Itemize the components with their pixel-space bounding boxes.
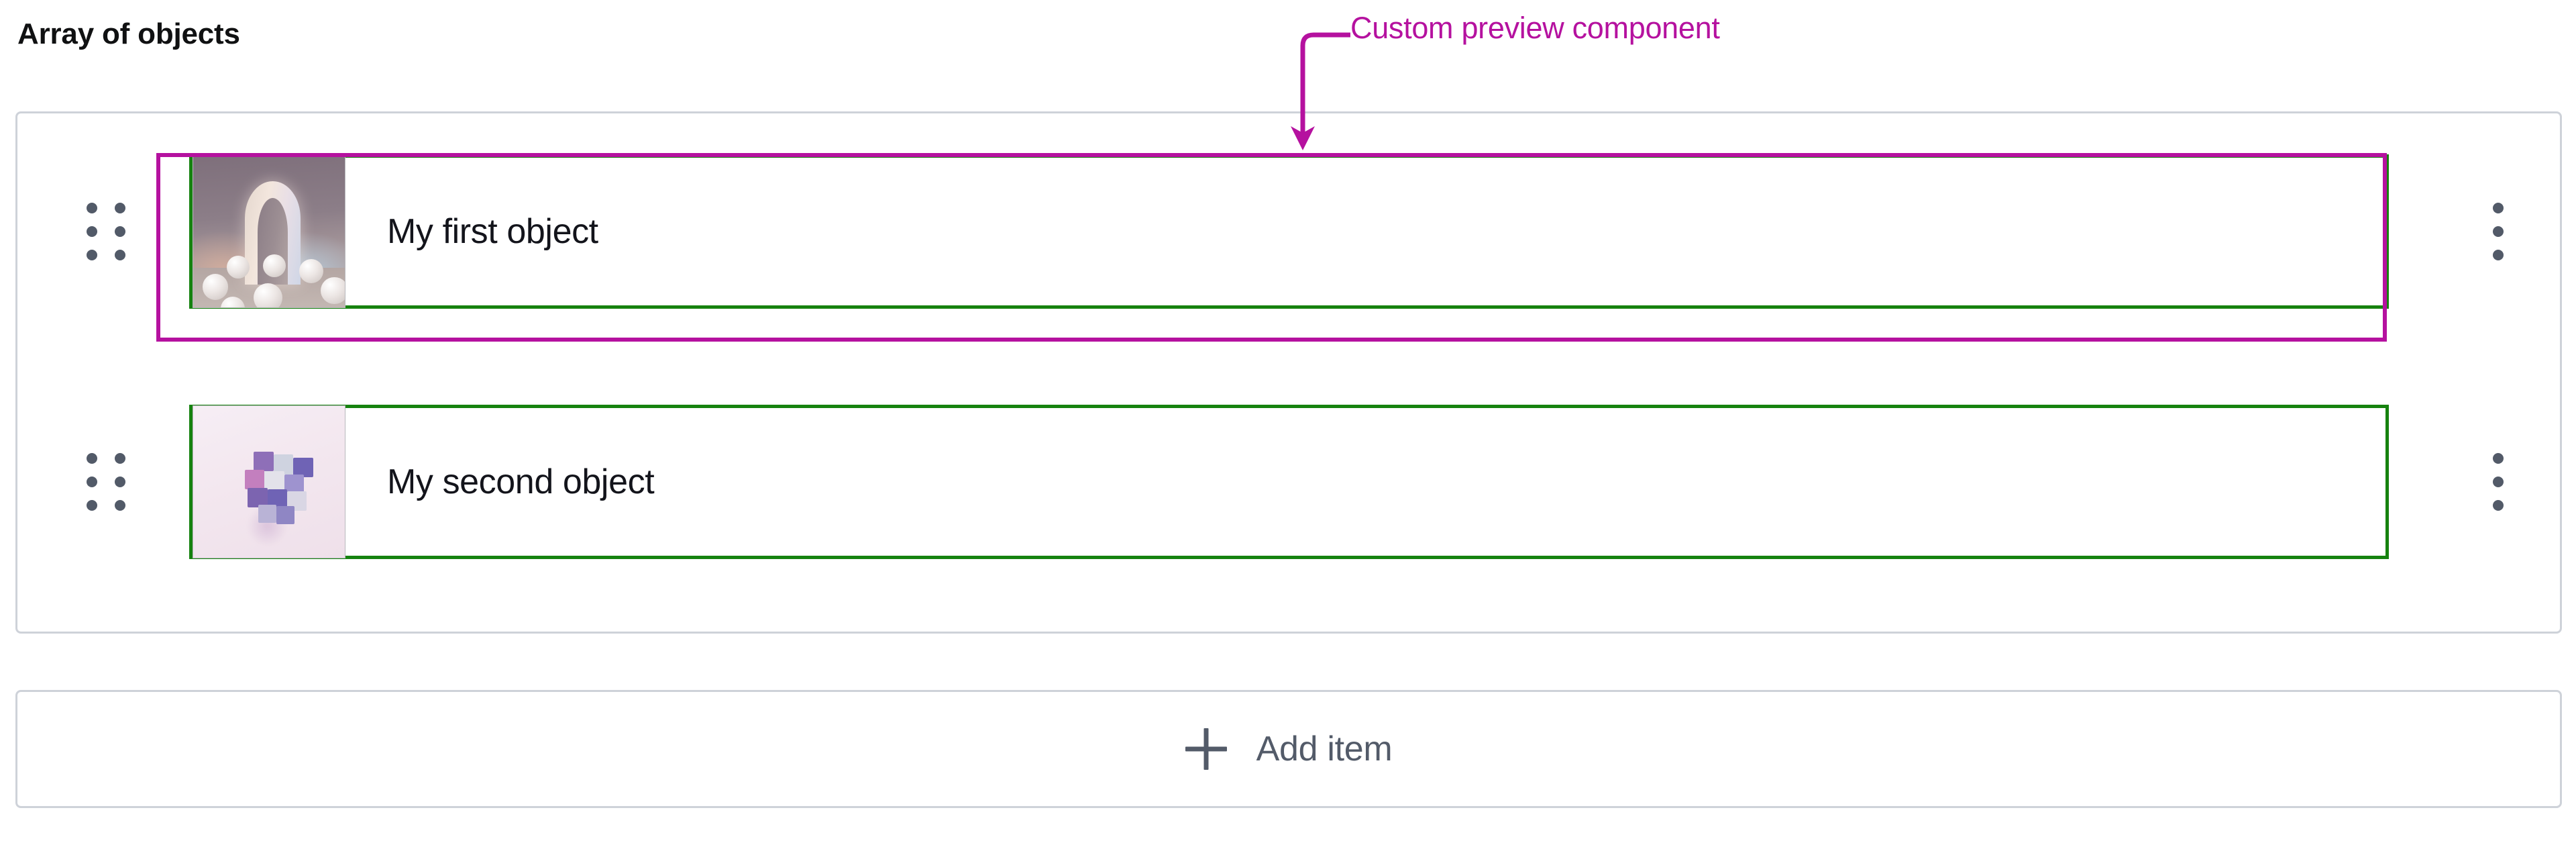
drag-handle-dots-icon[interactable] (87, 453, 125, 511)
thumbnail-cube (284, 474, 304, 495)
thumbnail-cube (244, 469, 265, 490)
item-1-thumbnail (193, 405, 345, 558)
dot (2493, 500, 2504, 511)
dot (2493, 453, 2504, 464)
dot (2493, 250, 2504, 260)
add-item-button[interactable]: Add item (15, 690, 2562, 808)
thumbnail-cube (258, 504, 277, 523)
thumbnail-sphere (220, 297, 245, 307)
dot (87, 203, 97, 213)
dot (115, 226, 125, 237)
thumbnail-sphere (320, 277, 345, 305)
item-0-title: My first object (387, 212, 598, 251)
thumbnail-cube (293, 457, 313, 478)
dot (87, 453, 97, 464)
item-0-thumbnail (193, 155, 345, 308)
array-items-card: My first object (15, 111, 2562, 634)
dot (115, 250, 125, 260)
thumbnail-sphere (254, 283, 283, 307)
dot (2493, 203, 2504, 213)
dot (115, 453, 125, 464)
thumbnail-cube (273, 454, 294, 475)
thumbnail-cube (248, 488, 268, 508)
list-item[interactable]: My second object (17, 405, 2560, 559)
dot (2493, 226, 2504, 237)
thumbnail-cube (276, 506, 295, 525)
thumbnail-sphere (202, 274, 228, 300)
item-1-preview[interactable]: My second object (189, 405, 2389, 559)
thumbnail-sphere (226, 256, 250, 279)
page-title: Array of objects (17, 17, 240, 50)
dot (115, 477, 125, 487)
item-1-more-vertical-dots-icon[interactable] (2493, 453, 2504, 511)
dot (87, 250, 97, 260)
thumbnail-cube (254, 451, 274, 472)
dot (115, 500, 125, 511)
thumbnail-sphere (262, 254, 286, 277)
add-item-label: Add item (1256, 730, 1393, 768)
dot (115, 203, 125, 213)
dot (2493, 477, 2504, 487)
thumbnail-sphere (299, 258, 324, 283)
annotation-text: Custom preview component (1350, 11, 1720, 45)
item-1-title: My second object (387, 462, 655, 501)
plus-icon (1185, 728, 1227, 770)
thumbnail-cube (264, 471, 284, 491)
dot (87, 477, 97, 487)
dot (87, 500, 97, 511)
drag-handle-dots-icon[interactable] (87, 203, 125, 260)
dot (87, 226, 97, 237)
array-rows-list: My first object (17, 113, 2560, 632)
item-0-preview[interactable]: My first object (189, 154, 2389, 309)
item-0-more-vertical-dots-icon[interactable] (2493, 203, 2504, 260)
list-item[interactable]: My first object (17, 154, 2560, 309)
